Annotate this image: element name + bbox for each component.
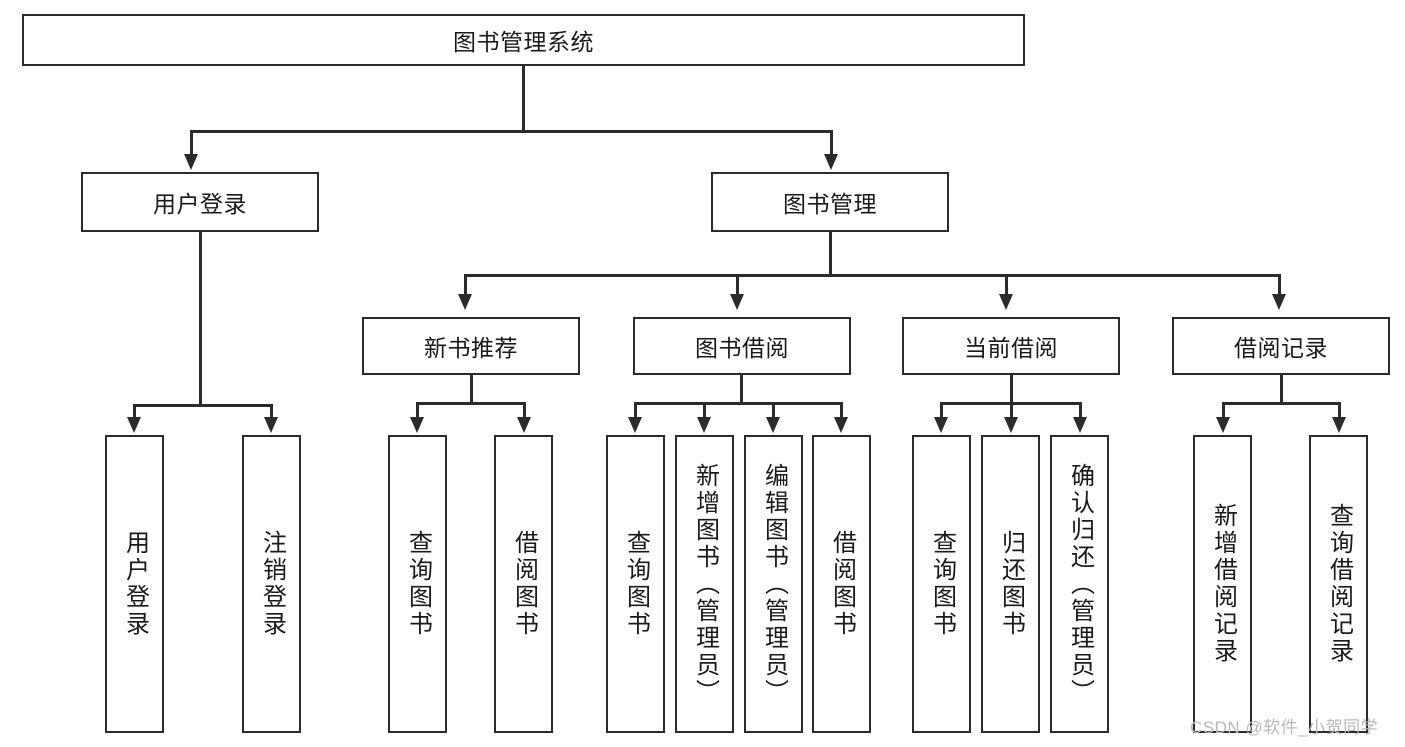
leaf-bb-query-book[interactable]: 查询图书 bbox=[606, 435, 665, 733]
node-label: 用户登录 bbox=[121, 530, 149, 638]
node-label: 查询图书 bbox=[404, 530, 432, 638]
edge-new-book-recommend-stem bbox=[470, 375, 473, 404]
edge-new-book-recommend-bus bbox=[416, 402, 526, 405]
node-book-management[interactable]: 图书管理 bbox=[711, 172, 949, 232]
leaf-nbr-borrow-book[interactable]: 借阅图书 bbox=[494, 435, 553, 733]
leaf-br-query-record[interactable]: 查询借阅记录 bbox=[1309, 435, 1368, 733]
leaf-bb-add-book-admin[interactable]: 新增图书（管理员） bbox=[675, 435, 734, 733]
node-new-book-recommend[interactable]: 新书推荐 bbox=[362, 317, 580, 375]
arrow-bb-child-4 bbox=[834, 417, 848, 433]
edge-bb-child-4 bbox=[840, 402, 843, 419]
arrow-cb-child-1 bbox=[934, 417, 948, 433]
edge-root-stem bbox=[522, 66, 525, 132]
arrow-to-current-borrow bbox=[999, 294, 1013, 310]
edge-to-user-login bbox=[190, 130, 193, 156]
edge-cb-child-1 bbox=[940, 402, 943, 419]
edge-to-new-book-recommend bbox=[464, 274, 467, 296]
arrow-cb-child-2 bbox=[1004, 417, 1018, 433]
edge-br-child-2 bbox=[1338, 402, 1341, 419]
leaf-logout-login[interactable]: 注销登录 bbox=[242, 435, 301, 733]
arrow-bb-child-1 bbox=[628, 417, 642, 433]
node-label: 查询图书 bbox=[622, 530, 650, 638]
node-label: 借阅图书 bbox=[510, 530, 538, 638]
node-label: 图书管理系统 bbox=[453, 29, 594, 55]
arrow-nbr-child-2 bbox=[517, 417, 531, 433]
node-label: 归还图书 bbox=[997, 530, 1025, 638]
edge-cb-child-3 bbox=[1079, 402, 1082, 419]
csdn-watermark: CSDN @软件_小贺同学 bbox=[1190, 718, 1379, 737]
arrow-bb-child-2 bbox=[697, 417, 711, 433]
leaf-cb-confirm-return-admin[interactable]: 确认归还（管理员） bbox=[1050, 435, 1109, 733]
node-label: 确认归还（管理员） bbox=[1066, 462, 1094, 706]
arrow-to-new-book-recommend bbox=[458, 294, 472, 310]
edge-borrow-record-stem bbox=[1280, 375, 1283, 404]
arrow-cb-child-3 bbox=[1073, 417, 1087, 433]
node-label: 图书借阅 bbox=[695, 335, 789, 361]
edge-level3-bus bbox=[464, 274, 1281, 277]
edge-nbr-child-1 bbox=[416, 402, 419, 419]
edge-user-login-child-1 bbox=[133, 404, 136, 419]
leaf-bb-borrow-book[interactable]: 借阅图书 bbox=[812, 435, 871, 733]
edge-level2-bus bbox=[190, 130, 833, 133]
node-label: 借阅图书 bbox=[828, 530, 856, 638]
edge-to-borrow-record bbox=[1278, 274, 1281, 296]
edge-book-borrow-bus bbox=[634, 402, 842, 405]
edge-bb-child-2 bbox=[703, 402, 706, 419]
leaf-nbr-query-book[interactable]: 查询图书 bbox=[388, 435, 447, 733]
edge-current-borrow-stem bbox=[1010, 375, 1013, 404]
edge-br-child-1 bbox=[1222, 402, 1225, 419]
node-root-book-management-system[interactable]: 图书管理系统 bbox=[22, 14, 1025, 66]
node-borrow-record[interactable]: 借阅记录 bbox=[1172, 317, 1390, 375]
edge-bb-child-1 bbox=[634, 402, 637, 419]
node-label: 新增借阅记录 bbox=[1209, 503, 1237, 665]
leaf-cb-query-book[interactable]: 查询图书 bbox=[912, 435, 971, 733]
arrow-br-child-1 bbox=[1216, 417, 1230, 433]
node-label: 用户登录 bbox=[153, 191, 247, 217]
node-user-login[interactable]: 用户登录 bbox=[81, 172, 319, 232]
leaf-cb-return-book[interactable]: 归还图书 bbox=[981, 435, 1040, 733]
edge-borrow-record-bus bbox=[1222, 402, 1340, 405]
node-label: 新增图书（管理员） bbox=[691, 462, 719, 706]
node-label: 编辑图书（管理员） bbox=[760, 462, 788, 706]
node-label: 借阅记录 bbox=[1234, 335, 1328, 361]
edge-cb-child-2 bbox=[1010, 402, 1013, 419]
edge-bb-child-3 bbox=[772, 402, 775, 419]
arrow-to-user-login bbox=[184, 154, 198, 170]
node-label: 注销登录 bbox=[258, 530, 286, 638]
edge-book-management-stem bbox=[829, 232, 832, 276]
leaf-user-login[interactable]: 用户登录 bbox=[105, 435, 164, 733]
arrow-to-book-management bbox=[824, 154, 838, 170]
edge-to-current-borrow bbox=[1005, 274, 1008, 296]
edge-user-login-child-2 bbox=[270, 404, 273, 419]
node-label: 查询图书 bbox=[928, 530, 956, 638]
arrow-br-child-2 bbox=[1332, 417, 1346, 433]
node-label: 图书管理 bbox=[783, 191, 877, 217]
node-book-borrow[interactable]: 图书借阅 bbox=[633, 317, 851, 375]
arrow-to-book-borrow bbox=[730, 294, 744, 310]
arrow-user-login-child-1 bbox=[127, 417, 141, 433]
leaf-bb-edit-book-admin[interactable]: 编辑图书（管理员） bbox=[744, 435, 803, 733]
node-label: 当前借阅 bbox=[964, 335, 1058, 361]
arrow-to-borrow-record bbox=[1272, 294, 1286, 310]
arrow-user-login-child-2 bbox=[264, 417, 278, 433]
edge-to-book-borrow bbox=[736, 274, 739, 296]
edge-nbr-child-2 bbox=[523, 402, 526, 419]
edge-book-borrow-stem bbox=[740, 375, 743, 404]
arrow-bb-child-3 bbox=[766, 417, 780, 433]
edge-user-login-bus bbox=[133, 404, 272, 407]
edge-user-login-stem bbox=[199, 232, 202, 406]
arrow-nbr-child-1 bbox=[410, 417, 424, 433]
node-current-borrow[interactable]: 当前借阅 bbox=[902, 317, 1120, 375]
leaf-br-add-record[interactable]: 新增借阅记录 bbox=[1193, 435, 1252, 733]
edge-to-book-management bbox=[830, 130, 833, 156]
node-label: 查询借阅记录 bbox=[1325, 503, 1353, 665]
node-label: 新书推荐 bbox=[424, 335, 518, 361]
